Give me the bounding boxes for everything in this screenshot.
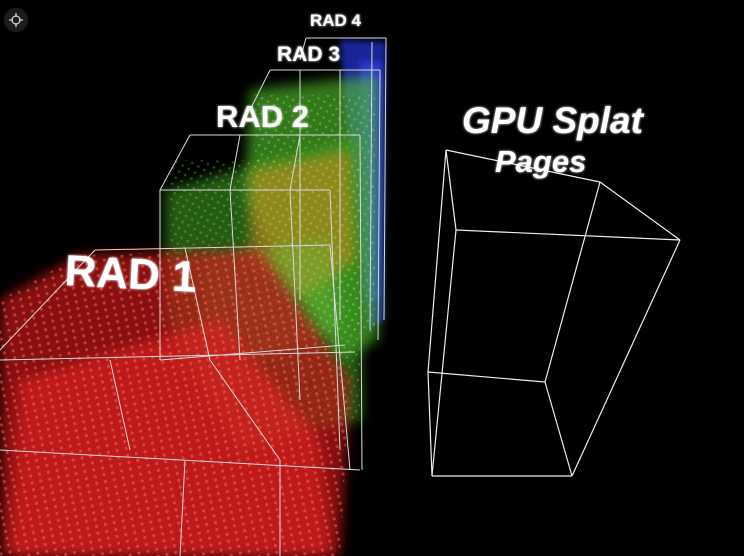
gpu-splat-pages-box <box>427 149 681 477</box>
rad4-label: RAD 4 <box>310 11 362 30</box>
recenter-button[interactable] <box>4 8 28 32</box>
pages-label: Pages <box>495 144 586 179</box>
rad1-splat-volume <box>0 250 350 556</box>
rad3-wireframe-box <box>249 69 381 341</box>
rad2-wireframe-box <box>159 134 363 471</box>
rad1-label: RAD 1 <box>63 246 197 302</box>
rad4-wireframe-box <box>299 37 387 331</box>
rad2-label: RAD 2 <box>216 99 309 134</box>
rad1-wireframe-box <box>0 244 361 556</box>
rad3-label: RAD 3 <box>277 43 340 66</box>
gpu-splat-label: GPU Splat <box>462 100 645 141</box>
crosshair-icon <box>9 13 23 27</box>
